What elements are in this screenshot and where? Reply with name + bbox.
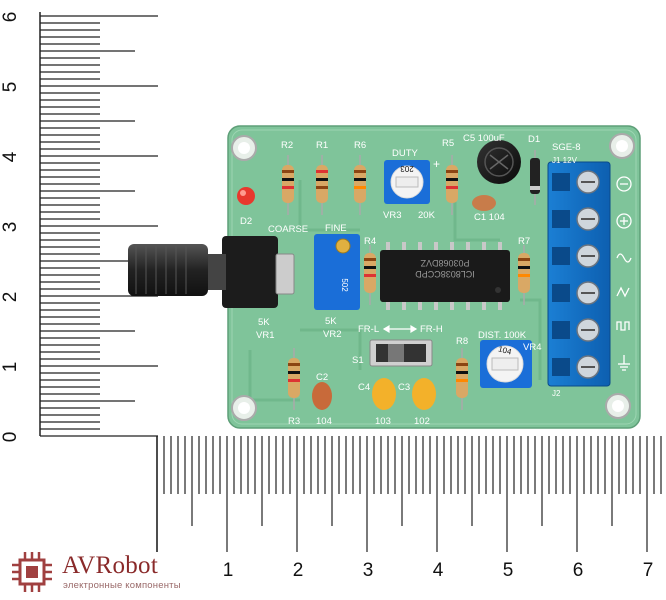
ruler-left-label: 0: [0, 432, 21, 443]
silk-c2: C2: [316, 372, 328, 383]
silk-vr1: VR1: [256, 330, 274, 341]
ruler-left-labels: 0 1 2 3 4 5 6: [0, 12, 21, 443]
led-d2: [237, 187, 255, 205]
resistor-r7: [518, 245, 530, 305]
capacitor-c5: [477, 140, 521, 184]
potentiometer-vr1: [128, 236, 295, 308]
resistor-r4: [364, 245, 376, 305]
silk-dist: DIST. 100K: [478, 330, 527, 341]
ruler-left-label: 2: [0, 292, 21, 303]
waveform-icons: [616, 176, 632, 371]
silk-plus: +: [433, 157, 440, 171]
silk-d1: D1: [528, 134, 540, 145]
resistor-r2: [282, 155, 294, 215]
ruler-bottom-label: 6: [573, 560, 584, 581]
logo-name: AVRobot: [62, 552, 159, 579]
silk-c1: C1 104: [474, 212, 505, 223]
silk-vr3: VR3: [383, 210, 401, 221]
trim-marking-vr4: 104: [497, 344, 513, 356]
diode-d1: [530, 150, 540, 205]
resistor-r3: [288, 348, 300, 410]
ic-chip-icl8038: ICL8038CCPD P03068DVZ: [380, 242, 510, 310]
trim-marking-vr2: 502: [340, 278, 349, 292]
silk-r5: R5: [442, 138, 454, 149]
silk-c4-val: 103: [375, 416, 391, 427]
silk-j2: J2: [552, 389, 561, 398]
silk-c3: C3: [398, 382, 410, 393]
mounting-holes: [231, 133, 635, 421]
trimmer-vr4: [480, 340, 532, 388]
wire-entry: [552, 210, 570, 228]
terminal-block: [547, 161, 611, 387]
silk-r2: R2: [281, 140, 293, 151]
silk-r6: R6: [354, 140, 366, 151]
resistors: [282, 155, 530, 410]
ruler-bottom-ticks: [156, 436, 662, 552]
capacitors-ceramic: [312, 378, 436, 410]
ruler-bottom-label: 2: [293, 560, 304, 581]
double-arrow-icon: [382, 324, 418, 334]
silk-vr1-val: 5K: [258, 317, 270, 328]
silk-c3-val: 102: [414, 416, 430, 427]
chip-marking-1: ICL8038CCPD: [415, 269, 475, 279]
silk-c5: C5 100uF: [463, 133, 505, 144]
ruler-bottom-label: 3: [363, 560, 374, 581]
switch-s1: [369, 339, 433, 367]
wire-entry: [552, 321, 570, 339]
silk-fine: FINE: [325, 223, 347, 234]
silk-c4: C4: [358, 382, 370, 393]
capacitor-c1: [472, 195, 496, 211]
silk-s1: S1: [352, 355, 364, 366]
silk-r7: R7: [518, 236, 530, 247]
ruler-left-label: 4: [0, 151, 21, 162]
silk-coarse: COARSE: [268, 224, 308, 235]
ruler-left-ticks: [40, 15, 158, 437]
ruler-left-label: 5: [0, 82, 21, 93]
silk-r3: R3: [288, 416, 300, 427]
silk-r8: R8: [456, 336, 468, 347]
silk-vr2-val: 5K: [325, 316, 337, 327]
ruler-bottom-label: 7: [643, 560, 654, 581]
resistor-r8: [456, 348, 468, 410]
silk-duty: DUTY: [392, 148, 419, 159]
ruler-left-label: 1: [0, 362, 21, 373]
silk-j1: J1 12V: [552, 156, 578, 165]
ruler-left-label: 3: [0, 222, 21, 233]
wire-entry: [552, 173, 570, 191]
silk-vr2: VR2: [323, 329, 341, 340]
silk-d2: D2: [240, 216, 252, 227]
ruler-bottom-label: 4: [433, 560, 444, 581]
silk-r4: R4: [364, 236, 376, 247]
chip-logo-icon: [12, 552, 52, 592]
silkscreen-labels: R2 R1 R6 R5 C5 100uF D1 SGE-8 J1 12V DUT…: [240, 133, 581, 427]
trimmer-vr2: [314, 234, 360, 310]
wire-entry: [552, 284, 570, 302]
trim-marking-vr3: 203: [400, 164, 414, 173]
resistor-r1: [316, 155, 328, 215]
wire-entry: [552, 247, 570, 265]
ruler-left: 0 1 2 3 4 5 6: [0, 12, 158, 443]
silk-c2-val: 104: [316, 416, 332, 427]
silk-fr-h: FR-H: [420, 324, 443, 335]
ruler-bottom: 1 2 3 4 5 6 7: [156, 436, 662, 581]
trimmer-vr3: [384, 160, 430, 204]
silk-title: SGE-8: [552, 142, 581, 153]
ruler-left-label: 6: [0, 12, 21, 23]
resistor-r6: [354, 155, 366, 215]
silk-vr3-val: 20K: [418, 210, 436, 221]
resistor-r5: [446, 155, 458, 215]
logo-subtitle: электронные компоненты: [63, 580, 181, 591]
avrobot-logo: AVRobot электронные компоненты: [10, 548, 240, 596]
terminal-screws: [552, 170, 600, 379]
wire-entry: [552, 358, 570, 376]
ruler-bottom-label: 5: [503, 560, 514, 581]
silk-vr4: VR4: [523, 342, 541, 353]
silk-r1: R1: [316, 140, 328, 151]
chip-marking-2: P03068DVZ: [420, 258, 470, 268]
ruler-bottom-label: 1: [223, 560, 234, 581]
silk-fr-l: FR-L: [358, 324, 379, 335]
